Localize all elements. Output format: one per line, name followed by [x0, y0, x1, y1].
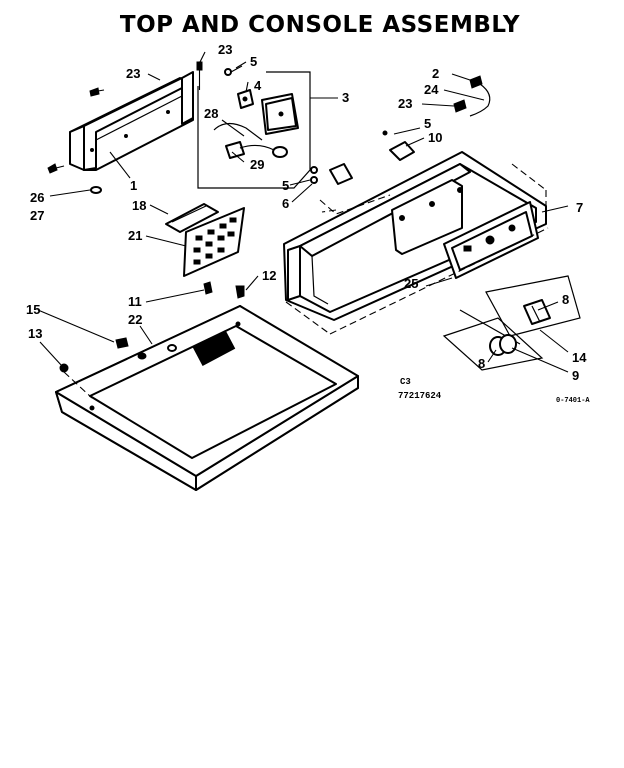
figure-code: 0-7401-A [556, 397, 590, 405]
part-top-panel [55, 305, 359, 491]
callout-23: 23 [398, 96, 412, 111]
callout-15: 15 [26, 302, 40, 317]
callout-29: 29 [250, 157, 264, 172]
part-knob-8 [523, 299, 551, 325]
callout-9: 9 [572, 368, 579, 383]
callout-22: 22 [128, 312, 142, 327]
callout-5: 5 [282, 178, 289, 193]
part-switch-plate-21 [183, 207, 245, 277]
screw-icon [196, 61, 203, 90]
callout-6: 6 [282, 196, 289, 211]
callout-23: 23 [218, 42, 232, 57]
callout-8: 8 [562, 292, 569, 307]
callout-4: 4 [254, 78, 262, 93]
screw-icon [224, 65, 243, 76]
callout-10: 10 [428, 130, 442, 145]
callout-18: 18 [132, 198, 146, 213]
screw-icon [310, 166, 318, 184]
leader-lines [37, 51, 569, 373]
callout-14: 14 [572, 350, 587, 365]
part-panel-18 [165, 203, 219, 233]
clip-icon [90, 186, 102, 194]
part-console [283, 151, 547, 321]
callout-23: 23 [126, 66, 140, 81]
callout-12: 12 [262, 268, 276, 283]
clip-icon [203, 281, 213, 295]
screw-icon [89, 87, 105, 97]
callout-25: 25 [404, 276, 418, 291]
part-number: 77217624 [398, 391, 442, 401]
part-timer-bracket [261, 93, 299, 135]
callout-21: 21 [128, 228, 142, 243]
callout-7: 7 [576, 200, 583, 215]
callout-24: 24 [424, 82, 439, 97]
clip-icon [235, 285, 245, 299]
callout-27: 27 [30, 208, 44, 223]
code-label: C3 [400, 377, 411, 387]
callout-3: 3 [342, 90, 349, 105]
part-rear-bracket [69, 71, 194, 171]
screw-icon [47, 163, 65, 174]
callout-2: 2 [432, 66, 439, 81]
callout-26: 26 [30, 190, 44, 205]
callout-5: 5 [250, 54, 257, 69]
callout-13: 13 [28, 326, 42, 341]
screw-icon [115, 337, 129, 349]
part-harness-28-29 [213, 122, 288, 159]
part-lamp-wire [453, 75, 491, 117]
callout-8: 8 [478, 356, 485, 371]
part-knob-9 [489, 334, 517, 356]
callout-5: 5 [424, 116, 431, 131]
diagram-title: TOP AND CONSOLE ASSEMBLY [119, 12, 521, 38]
callout-28: 28 [204, 106, 218, 121]
part-control-panel [443, 201, 539, 279]
part-switch-4 [237, 89, 254, 109]
part-switch-10 [329, 130, 415, 185]
callout-11: 11 [128, 294, 142, 309]
callout-1: 1 [130, 178, 137, 193]
